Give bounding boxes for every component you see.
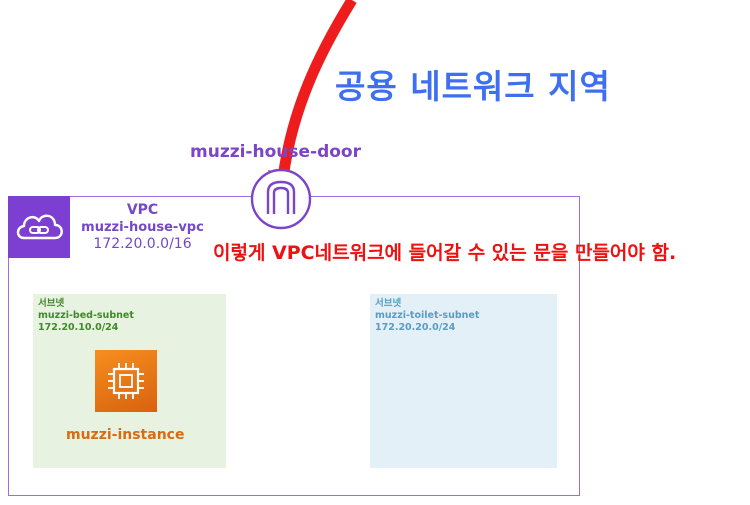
internet-gateway-label: muzzi-house-door <box>190 142 361 162</box>
subnet-bed: 서브넷 muzzi-bed-subnet 172.20.10.0/24 <box>33 294 226 468</box>
subnet-name-label: muzzi-toilet-subnet <box>375 310 480 321</box>
subnet-name-label: muzzi-bed-subnet <box>38 310 134 321</box>
internet-gateway-icon <box>250 168 312 230</box>
subnet-cidr-label: 172.20.10.0/24 <box>38 322 119 333</box>
vpc-cidr-label: 172.20.0.0/16 <box>93 236 192 252</box>
subnet-kind-label: 서브넷 <box>375 298 402 309</box>
instance-label: muzzi-instance <box>66 427 185 443</box>
annotation-text: 이렇게 VPC네트워크에 들어갈 수 있는 문을 만들어야 함. <box>213 242 677 264</box>
subnet-cidr-label: 172.20.20.0/24 <box>375 322 456 333</box>
vpc-type-label: VPC <box>126 202 159 218</box>
ec2-chip-icon <box>95 350 157 412</box>
vpc-name-label: muzzi-house-vpc <box>81 220 204 235</box>
public-network-title: 공용 네트워크 지역 <box>335 67 611 106</box>
subnet-kind-label: 서브넷 <box>38 298 65 309</box>
vpc-cloud-icon <box>8 196 70 258</box>
vpc-label-block: VPC muzzi-house-vpc 172.20.0.0/16 <box>70 202 215 253</box>
subnet-toilet: 서브넷 muzzi-toilet-subnet 172.20.20.0/24 <box>370 294 557 468</box>
